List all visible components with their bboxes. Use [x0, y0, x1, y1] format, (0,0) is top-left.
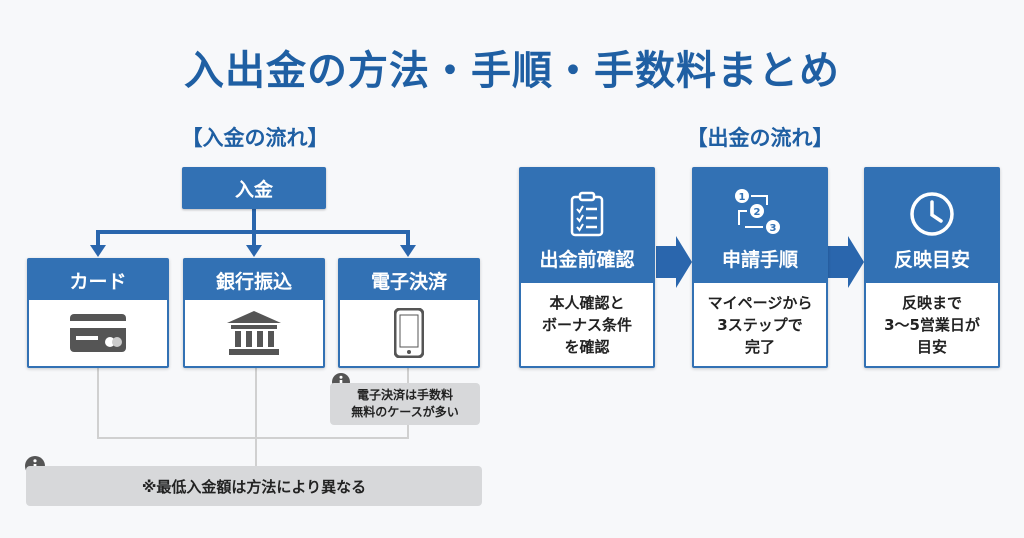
step-apply-line3: 完了	[744, 337, 775, 356]
step-check-line2: ボーナス条件	[541, 315, 632, 334]
step-reflect-line2: 3〜5営業日が	[884, 315, 980, 334]
step-apply-desc: マイページから 3ステップで 完了	[694, 283, 826, 366]
deposit-root-box: 入金	[182, 167, 326, 209]
epay-fee-note-line1: 電子決済は手数料	[356, 388, 453, 402]
step-reflect-desc: 反映まで 3〜5営業日が 目安	[866, 283, 998, 366]
step-number-1: 1	[739, 192, 746, 203]
step-apply-line1: マイページから	[707, 293, 813, 312]
method-card-card: カード	[27, 258, 169, 368]
withdraw-step-apply: 1 2 3 申請手順 マイページから 3ステップで 完了	[692, 167, 828, 368]
method-card-header: カード	[29, 260, 167, 300]
smartphone-icon	[394, 308, 424, 358]
method-epay-label: 電子決済	[370, 270, 447, 293]
method-card-label: カード	[69, 270, 127, 293]
method-card-epay: 電子決済	[338, 258, 480, 368]
step-reflect-header: 反映目安	[866, 169, 998, 283]
checklist-icon	[570, 191, 604, 237]
credit-card-icon	[70, 314, 126, 352]
step-number-3: 3	[770, 223, 777, 234]
step-apply-label: 申請手順	[721, 249, 798, 271]
numbered-steps-icon: 1 2 3	[735, 189, 780, 234]
method-epay-header: 電子決済	[340, 260, 478, 300]
withdraw-step-check: 出金前確認 本人確認と ボーナス条件 を確認	[519, 167, 655, 368]
epay-fee-note-line2: 無料のケースが多い	[351, 405, 459, 419]
step-arrow-1	[656, 236, 692, 288]
step-check-label: 出金前確認	[539, 249, 635, 271]
step-arrow-2	[828, 236, 864, 288]
step-check-line1: 本人確認と	[549, 293, 625, 312]
method-bank-label: 銀行振込	[215, 270, 292, 293]
step-check-desc: 本人確認と ボーナス条件 を確認	[521, 283, 653, 366]
withdraw-step-reflect: 反映目安 反映まで 3〜5営業日が 目安	[864, 167, 1000, 368]
step-apply-line2: 3ステップで	[717, 315, 803, 334]
page-title: 入出金の方法・手順・手数料まとめ	[184, 48, 840, 94]
arrow-bank	[246, 245, 262, 257]
step-number-2: 2	[754, 207, 761, 218]
step-check-line3: を確認	[564, 337, 610, 356]
clock-icon	[910, 192, 954, 236]
min-deposit-note: ※最低入金額は方法により異なる	[26, 466, 482, 506]
method-bank-header: 銀行振込	[185, 260, 323, 300]
method-card-bank: 銀行振込	[183, 258, 325, 368]
deposit-section-title: 【入金の流れ】	[181, 126, 329, 150]
step-reflect-line1: 反映まで	[901, 293, 962, 312]
withdrawal-section-title: 【出金の流れ】	[686, 126, 834, 150]
arrow-epay	[400, 245, 416, 257]
step-check-header: 出金前確認	[521, 169, 653, 283]
step-reflect-label: 反映目安	[893, 249, 970, 271]
step-reflect-line3: 目安	[916, 337, 947, 356]
epay-fee-note: 電子決済は手数料 無料のケースが多い	[330, 383, 480, 425]
bank-icon	[227, 311, 281, 355]
deposit-root-label: 入金	[234, 178, 273, 201]
min-deposit-note-text: ※最低入金額は方法により異なる	[141, 477, 367, 496]
arrow-card	[90, 245, 106, 257]
step-apply-header: 1 2 3 申請手順	[694, 169, 826, 283]
